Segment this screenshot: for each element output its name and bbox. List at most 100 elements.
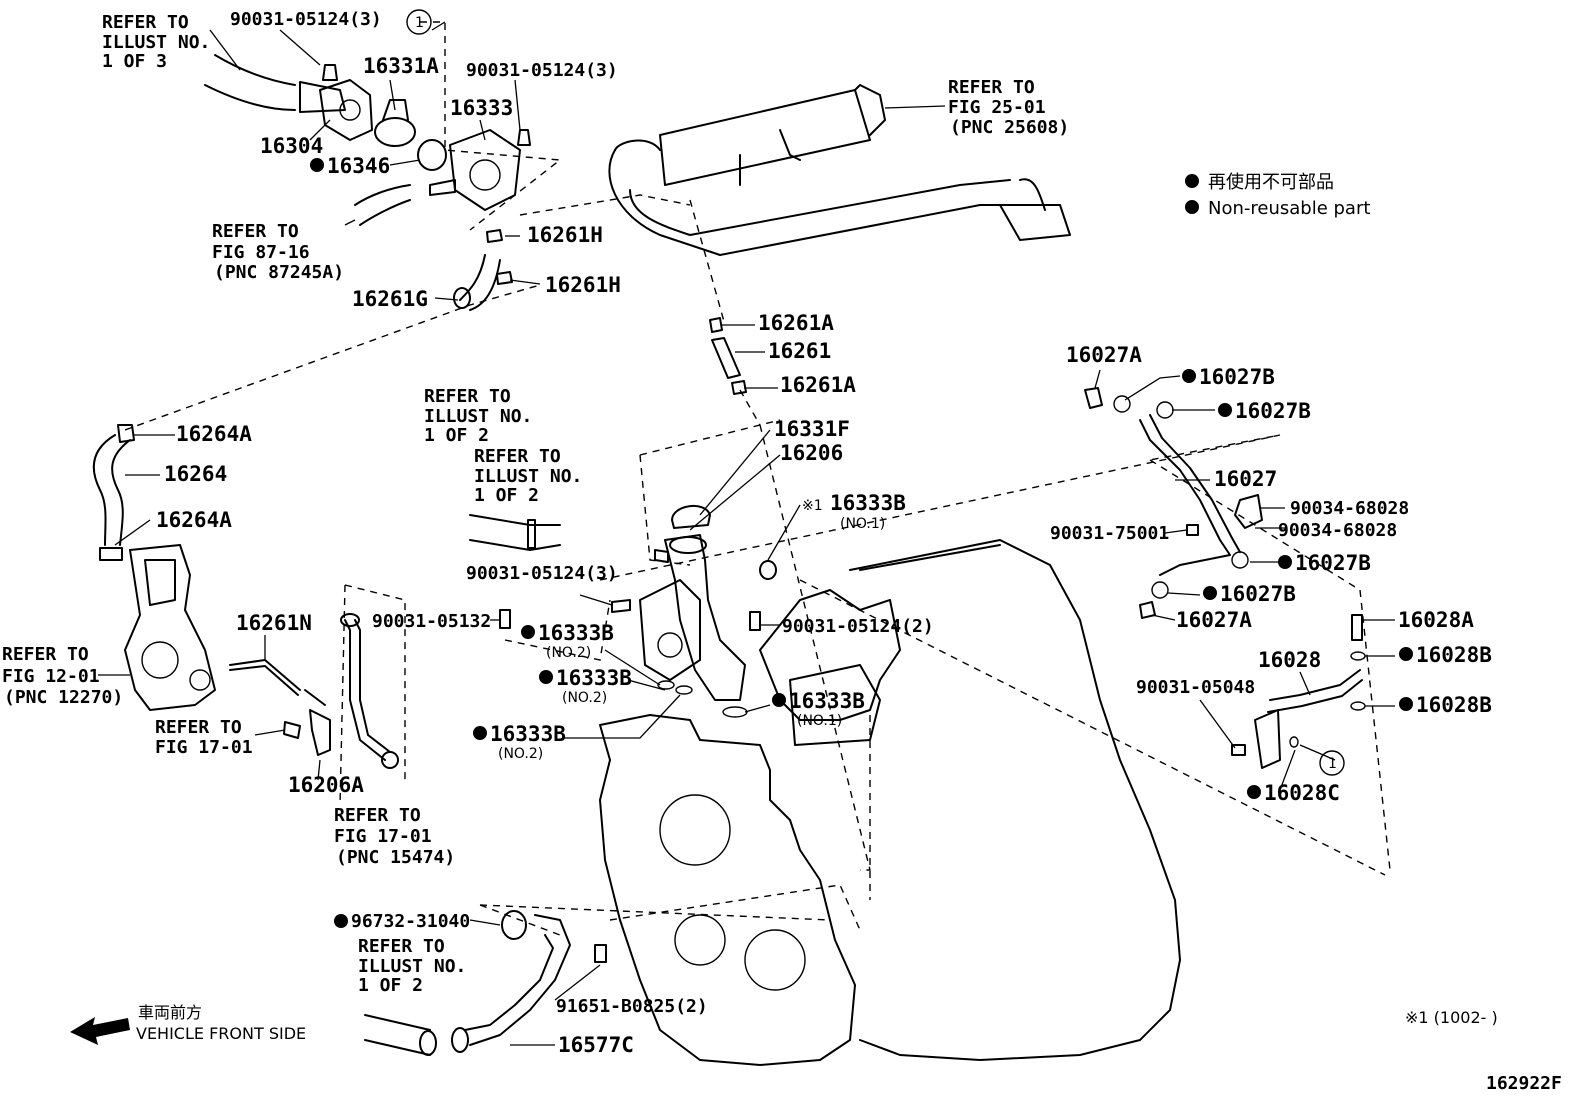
part-label[interactable]: 16346 bbox=[327, 154, 390, 178]
water-pump-left bbox=[124, 544, 216, 711]
part-label[interactable]: 16206 bbox=[780, 441, 843, 465]
non-reusable-dot bbox=[772, 693, 786, 707]
ref-r3-line3: (PNC 87245A) bbox=[214, 262, 344, 283]
part-label[interactable]: 16027B bbox=[1235, 399, 1311, 423]
part-label[interactable]: 16027B bbox=[1295, 551, 1371, 575]
connection-circle-label: 1 bbox=[415, 15, 424, 31]
non-reusable-dot bbox=[334, 914, 348, 928]
part-label[interactable]: 16331F bbox=[774, 417, 850, 441]
part-label[interactable]: 16027A bbox=[1176, 608, 1252, 632]
non-reusable-dot bbox=[1247, 785, 1261, 799]
part-label[interactable]: 90031-05124(3) bbox=[466, 563, 618, 584]
part-label[interactable]: 16027 bbox=[1214, 467, 1277, 491]
part-label[interactable]: 16027B bbox=[1220, 582, 1296, 606]
non-reusable-dot bbox=[1182, 369, 1196, 383]
part-label[interactable]: 16206A bbox=[288, 773, 364, 797]
ref-r8-line1: REFER TO bbox=[334, 805, 421, 826]
part-label[interactable]: 90031-75001 bbox=[1050, 523, 1169, 544]
bolt-91651 bbox=[594, 944, 607, 963]
part-label[interactable]: 16304 bbox=[260, 134, 323, 158]
part-label[interactable]: 16261G bbox=[352, 287, 428, 311]
direction-arrow bbox=[70, 1017, 130, 1045]
ref-r7-line1: REFER TO bbox=[155, 717, 242, 738]
legend-en: Non-reusable part bbox=[1208, 198, 1370, 219]
reference-text: REFER TO ILLUST NO. 1 OF 3 REFER TO FIG … bbox=[2, 12, 1069, 996]
figure-id: 162922F bbox=[1486, 1073, 1562, 1094]
non-reusable-dot bbox=[473, 726, 487, 740]
ref-r5-line2: ILLUST NO. bbox=[474, 466, 582, 487]
part-label[interactable]: 16028 bbox=[1258, 648, 1321, 672]
ref-r6-line3: (PNC 12270) bbox=[4, 687, 123, 708]
part-label[interactable]: 16331A bbox=[363, 54, 439, 78]
non-reusable-dot bbox=[1218, 403, 1232, 417]
non-reusable-dot bbox=[1399, 647, 1413, 661]
part-label[interactable]: 16261 bbox=[768, 339, 831, 363]
ref-r5-line1: REFER TO bbox=[474, 446, 561, 467]
engine-block bbox=[599, 539, 1181, 1066]
ref-r9-line1: REFER TO bbox=[358, 936, 445, 957]
part-label[interactable]: 16333B bbox=[789, 689, 865, 713]
part-sublabel: (NO.1) bbox=[797, 713, 842, 729]
hose-16261G bbox=[453, 254, 501, 311]
part-label[interactable]: 16333B bbox=[490, 722, 566, 746]
gasket-16346 bbox=[417, 139, 447, 171]
oring-16333B-no1 bbox=[759, 560, 777, 580]
pipe-16027 bbox=[1084, 387, 1249, 619]
part-label[interactable]: 16027A bbox=[1066, 343, 1142, 367]
part-label[interactable]: 90031-05124(3) bbox=[466, 60, 618, 81]
ref-r2-line1: REFER TO bbox=[948, 77, 1035, 98]
part-label[interactable]: 90031-05048 bbox=[1136, 677, 1255, 698]
legend: 再使用不可部品 Non-reusable part bbox=[1185, 172, 1370, 219]
part-sublabel: (NO.2) bbox=[498, 746, 543, 762]
part-label[interactable]: 16577C bbox=[558, 1033, 634, 1057]
part-label[interactable]: 16261H bbox=[527, 223, 603, 247]
radiator-cap-16206 bbox=[671, 504, 711, 529]
hose-bottom-left bbox=[364, 1014, 437, 1056]
part-label[interactable]: 16261A bbox=[758, 311, 834, 335]
part-label[interactable]: 16261N bbox=[236, 611, 312, 635]
ref-r2-line3: (PNC 25608) bbox=[950, 117, 1069, 138]
bolts-center bbox=[499, 599, 761, 631]
part-label[interactable]: 90031-05124(2) bbox=[782, 616, 934, 637]
part-label[interactable]: 16028C bbox=[1264, 781, 1340, 805]
part-label[interactable]: 16261A bbox=[780, 373, 856, 397]
ref-r4-line2: ILLUST NO. bbox=[424, 406, 532, 427]
part-label[interactable]: 16028A bbox=[1398, 608, 1474, 632]
part-label[interactable]: 16264A bbox=[176, 422, 252, 446]
hose-16261 bbox=[709, 317, 747, 395]
part-sublabel: (NO.2) bbox=[562, 690, 607, 706]
part-label[interactable]: 16028B bbox=[1416, 693, 1492, 717]
footnote-mark: ※1 bbox=[802, 498, 823, 514]
direction-jp: 車両前方 bbox=[138, 1003, 202, 1022]
part-label[interactable]: 16333B bbox=[830, 491, 906, 515]
part-label[interactable]: 16333B bbox=[538, 621, 614, 645]
part-label[interactable]: 16264 bbox=[164, 462, 227, 486]
oring-96732 bbox=[501, 910, 527, 940]
part-label[interactable]: 90034-68028 bbox=[1278, 520, 1397, 541]
part-label[interactable]: 90031-05124(3) bbox=[230, 9, 382, 30]
part-label[interactable]: 16333B bbox=[556, 666, 632, 690]
direction-en: VEHICLE FRONT SIDE bbox=[136, 1024, 306, 1043]
non-reusable-dot bbox=[1399, 697, 1413, 711]
bolt-fig17 bbox=[283, 721, 301, 739]
part-label[interactable]: 16261H bbox=[545, 273, 621, 297]
part-label[interactable]: 90034-68028 bbox=[1290, 498, 1409, 519]
ref-r3-line1: REFER TO bbox=[212, 221, 299, 242]
part-label[interactable]: 16028B bbox=[1416, 643, 1492, 667]
connection-circle-right bbox=[1319, 750, 1345, 776]
ref-r8-line2: FIG 17-01 bbox=[334, 826, 432, 847]
ref-r6-line2: FIG 12-01 bbox=[2, 666, 100, 687]
part-label[interactable]: 91651-B0825(2) bbox=[556, 996, 708, 1017]
ref-r6-line1: REFER TO bbox=[2, 644, 89, 665]
part-label[interactable]: 16264A bbox=[156, 508, 232, 532]
non-reusable-dot bbox=[539, 670, 553, 684]
non-reusable-dot bbox=[310, 158, 324, 172]
pipe-16261N bbox=[229, 659, 331, 756]
part-sublabel: (NO.2) bbox=[546, 645, 591, 661]
part-label[interactable]: 16333 bbox=[450, 96, 513, 120]
part-label[interactable]: 16027B bbox=[1199, 365, 1275, 389]
ref-r5-line3: 1 OF 2 bbox=[474, 485, 539, 506]
part-label[interactable]: 90031-05132 bbox=[372, 611, 491, 632]
ref-r1-line2: ILLUST NO. bbox=[102, 32, 210, 53]
part-label[interactable]: 96732-31040 bbox=[351, 911, 470, 932]
